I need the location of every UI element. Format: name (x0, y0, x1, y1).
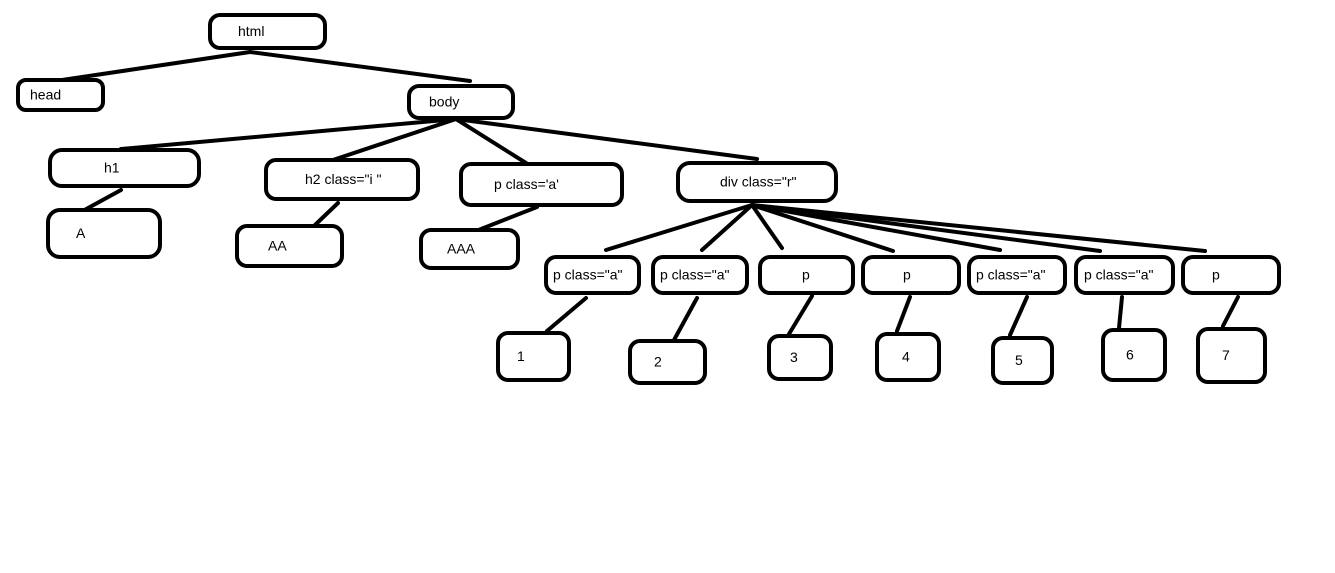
node-body: body (407, 84, 515, 120)
node-box-t7 (1196, 327, 1267, 384)
node-box-p-a (459, 162, 624, 207)
edge-h2-text_aa (313, 201, 340, 227)
node-label-head: head (30, 87, 61, 103)
node-box-text-a (46, 208, 162, 259)
node-box-text-aa (235, 224, 344, 268)
edge-body-h1 (119, 117, 458, 151)
edge-body-div (454, 117, 759, 161)
edge-div_p3-t3 (787, 294, 814, 336)
node-label-html: html (238, 23, 264, 39)
node-box-h2 (264, 158, 420, 201)
edge-div-div_p5 (750, 203, 1002, 252)
node-text-a: A (46, 208, 162, 259)
node-box-t4 (875, 332, 941, 382)
node-label-t1: 1 (517, 348, 525, 364)
tree-edges (60, 50, 1240, 342)
node-label-h1: h1 (104, 160, 120, 176)
node-box-t6 (1101, 328, 1167, 382)
node-label-div: div class="r" (720, 174, 796, 190)
edge-div-div_p7 (750, 203, 1207, 253)
node-box-t1 (496, 331, 571, 382)
node-label-div-p2: p class="a" (660, 267, 730, 283)
tree-nodes: html head body h1 h2 class="i " p class='a' di… (16, 13, 1281, 385)
node-box-h1 (48, 148, 201, 188)
node-box-div-p1 (544, 255, 641, 295)
node-box-head (16, 78, 105, 112)
node-box-div-p5 (967, 255, 1067, 295)
node-box-t3 (767, 334, 833, 381)
node-label-div-p6: p class="a" (1084, 267, 1154, 283)
edge-div_p4-t4 (895, 295, 912, 333)
edge-body-p_a (454, 117, 528, 165)
node-label-t6: 6 (1126, 347, 1134, 363)
node-head: head (16, 78, 105, 112)
edge-html-body (248, 50, 472, 83)
node-label-h2: h2 class="i " (305, 171, 382, 187)
node-box-text-aaa (419, 228, 520, 270)
node-box-div-p6 (1074, 255, 1175, 295)
node-t1: 1 (496, 331, 571, 382)
edge-body-h2 (322, 117, 458, 165)
node-label-div-p1: p class="a" (553, 267, 623, 283)
node-div-p5: p class="a" (967, 255, 1067, 295)
node-div-p4: p (861, 255, 961, 295)
node-div-p1: p class="a" (544, 255, 641, 295)
edge-div_p2-t2 (672, 296, 699, 342)
edge-div-div_p3 (750, 203, 784, 250)
edge-p_a-text_aaa (474, 205, 539, 233)
edge-div-div_p1 (604, 203, 754, 252)
edge-html-head (60, 50, 252, 82)
node-h2: h2 class="i " (264, 158, 420, 201)
edge-div_p1-t1 (545, 296, 588, 333)
node-t3: 3 (767, 334, 833, 381)
node-label-text-aa: AA (268, 238, 287, 254)
edge-div_p6-t6 (1117, 295, 1124, 330)
node-label-div-p3: p (802, 267, 810, 283)
node-t7: 7 (1196, 327, 1267, 384)
node-div: div class="r" (676, 161, 838, 203)
node-label-t2: 2 (654, 354, 662, 370)
node-box-html (208, 13, 327, 50)
node-label-t4: 4 (902, 349, 910, 365)
node-div-p2: p class="a" (651, 255, 749, 295)
node-div-p7: p (1181, 255, 1281, 295)
node-box-body (407, 84, 515, 120)
node-box-div-p4 (861, 255, 961, 295)
node-h1: h1 (48, 148, 201, 188)
node-label-p-a: p class='a' (494, 176, 559, 192)
node-box-t2 (628, 339, 707, 385)
node-box-div-p7 (1181, 255, 1281, 295)
node-label-text-aaa: AAA (447, 241, 476, 257)
node-label-div-p7: p (1212, 267, 1220, 283)
node-t4: 4 (875, 332, 941, 382)
edge-div_p7-t7 (1221, 295, 1240, 328)
node-box-div (676, 161, 838, 203)
node-label-t5: 5 (1015, 352, 1023, 368)
node-text-aa: AA (235, 224, 344, 268)
node-box-t5 (991, 336, 1054, 385)
node-div-p6: p class="a" (1074, 255, 1175, 295)
node-label-t7: 7 (1222, 347, 1230, 363)
node-t2: 2 (628, 339, 707, 385)
node-label-div-p4: p (903, 267, 911, 283)
node-t5: 5 (991, 336, 1054, 385)
node-label-body: body (429, 94, 459, 110)
node-p-a: p class='a' (459, 162, 624, 207)
node-t6: 6 (1101, 328, 1167, 382)
edge-div-div_p2 (700, 203, 754, 252)
node-text-aaa: AAA (419, 228, 520, 270)
edge-div_p5-t5 (1008, 295, 1029, 337)
node-div-p3: p (758, 255, 855, 295)
node-html: html (208, 13, 327, 50)
node-box-div-p3 (758, 255, 855, 295)
edge-div-div_p4 (750, 203, 895, 253)
node-label-div-p5: p class="a" (976, 267, 1046, 283)
node-label-t3: 3 (790, 349, 798, 365)
node-label-text-a: A (76, 225, 86, 241)
node-box-div-p2 (651, 255, 749, 295)
